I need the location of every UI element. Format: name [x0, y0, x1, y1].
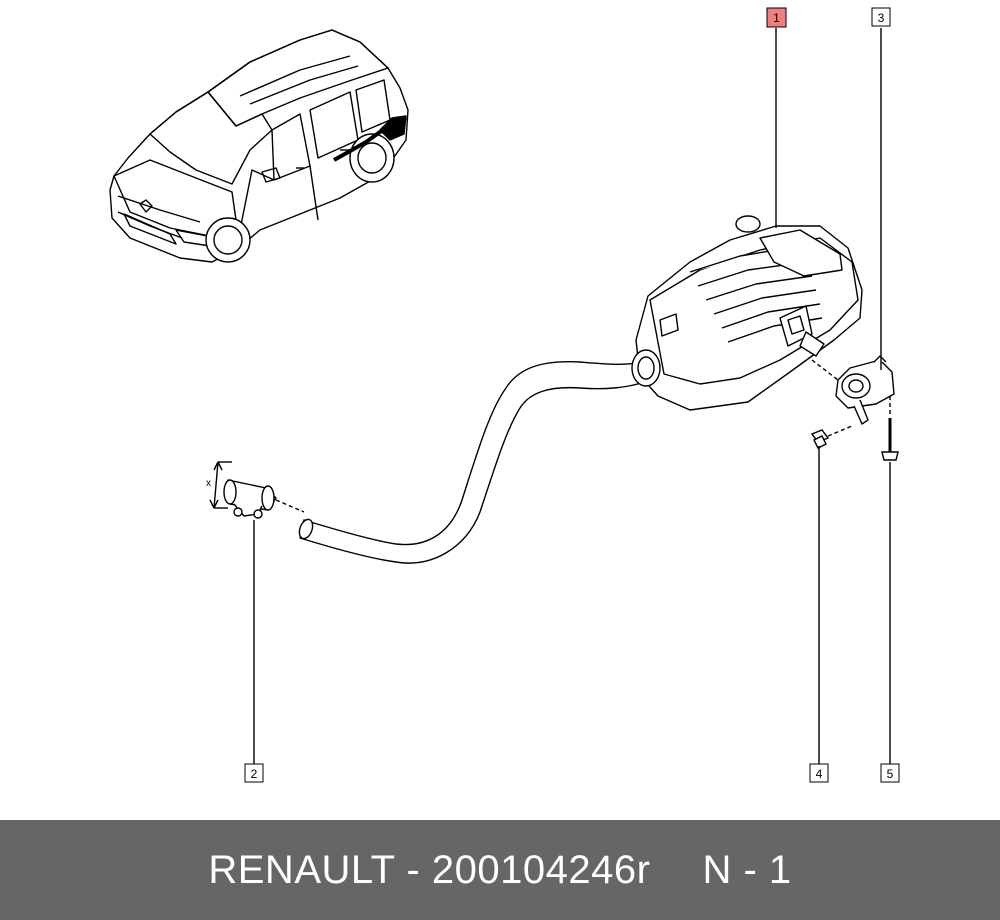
callout-label-3: 3 [878, 11, 885, 25]
callout-2: 2 [244, 763, 264, 783]
callout-3: 3 [871, 7, 891, 27]
rear-silencer [631, 215, 863, 411]
callout-label-1: 1 [773, 11, 780, 25]
exhaust-pipe [298, 360, 651, 564]
callout-1: 1 [766, 7, 787, 28]
bolt-4 [810, 425, 853, 449]
brand-part-number: RENAULT - 200104246r [208, 847, 651, 892]
quantity-label: N - 1 [702, 847, 792, 892]
pipe-clamp: x [206, 461, 305, 519]
callout-label-5: 5 [887, 767, 894, 781]
leader-lines [253, 28, 891, 764]
dimension-label: x [206, 478, 211, 489]
part-footer: RENAULT - 200104246r N - 1 [0, 820, 1000, 920]
rubber-mount [811, 355, 895, 425]
callout-5: 5 [880, 763, 900, 783]
exhaust-diagram: x 1 3 2 4 5 [109, 7, 900, 783]
bolt-5 [881, 396, 899, 461]
callout-label-4: 4 [816, 767, 823, 781]
callout-4: 4 [809, 763, 829, 783]
car-illustration [109, 29, 409, 263]
callout-label-2: 2 [251, 767, 258, 781]
